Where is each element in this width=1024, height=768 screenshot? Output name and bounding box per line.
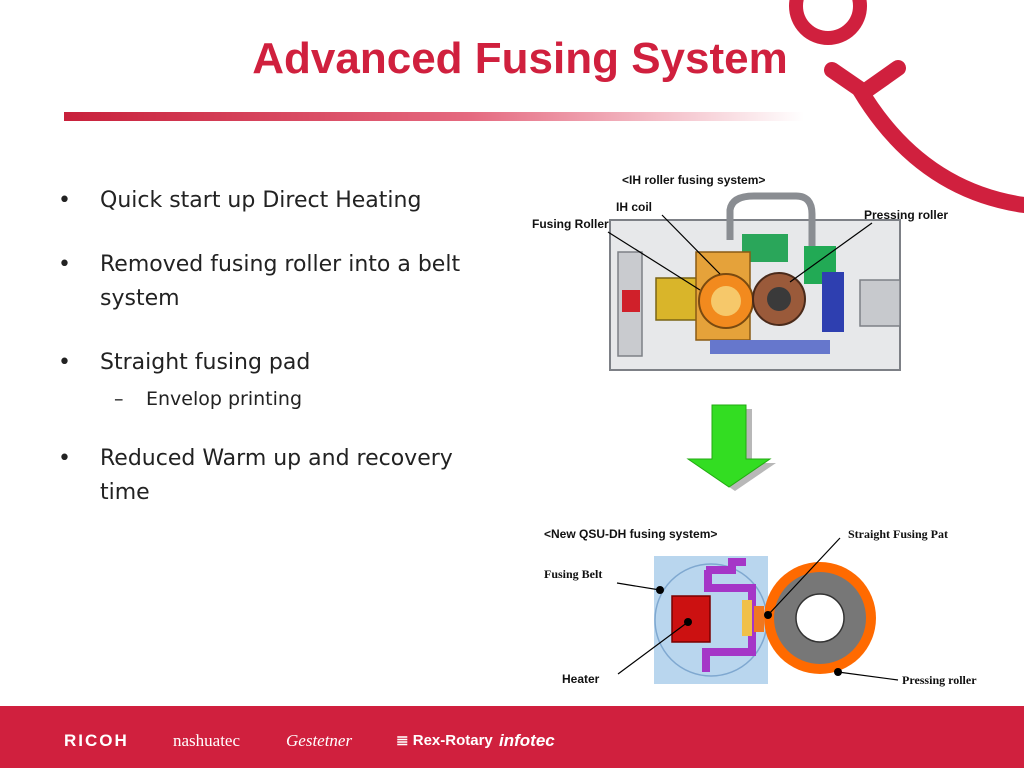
heater-leader [617,621,689,675]
straight-pad-leader [767,537,841,616]
brand-ricoh: RICOH [64,731,129,750]
fusing-diagram: <IH roller fusing system> IH coil Fusing… [532,173,977,687]
fusing-belt-label: Fusing Belt [544,567,602,581]
bullet-list: • Quick start up Direct Heating • Remove… [58,184,478,510]
bullet-icon: • [58,188,71,213]
bullet-item: • Quick start up Direct Heating [58,184,478,218]
sub-bullet-list: – Envelop printing [100,386,478,412]
bullet-text: Removed fusing roller into a belt system [100,252,461,311]
bottom-caption: <New QSU-DH fusing system> [544,527,717,541]
bullet-text: Straight fusing pad [100,350,311,375]
ih-coil-label: IH coil [616,200,652,214]
fusing-roller-leader [607,231,701,291]
bullet-icon: • [58,350,71,375]
bullet-item: • Reduced Warm up and recovery time [58,442,478,510]
sub-bullet-text: Envelop printing [146,388,303,410]
heater-label: Heater [562,672,600,686]
footer-bar [0,706,1024,768]
brand-nashuatec: nashuatec [173,731,241,750]
bullet-item: • Removed fusing roller into a belt syst… [58,248,478,316]
bullet-icon: • [58,252,71,277]
brand-gestetner: Gestetner [286,731,353,750]
qsu-dh-illustration [654,556,876,684]
fusing-belt-leader [616,582,661,591]
logo-arc-icon [789,0,1024,213]
pressing-roller-leader-bottom [837,671,899,681]
sub-bullet-item: – Envelop printing [100,386,478,412]
bullet-text: Reduced Warm up and recovery time [100,446,453,505]
down-arrow-icon [686,404,776,491]
ih-roller-illustration [609,192,901,371]
ih-coil-leader [661,214,721,275]
heater-marker [684,618,692,626]
fusing-roller-label: Fusing Roller [532,217,609,231]
brand-rex-rotary: ≣ Rex-Rotary [396,732,493,749]
top-caption: <IH roller fusing system> [622,173,765,187]
bullet-item: • Straight fusing pad – Envelop printing [58,346,478,412]
page-title: Advanced Fusing System [252,34,788,83]
title-underline [64,112,804,121]
dash-icon: – [114,388,124,410]
pressing-roller-label-bottom: Pressing roller [902,673,977,687]
brand-infotec: infotec [499,731,555,750]
bullet-icon: • [58,446,71,471]
pressing-roller-marker [834,668,842,676]
pressing-roller-leader-top [789,222,873,283]
straight-pad-label: Straight Fusing Pat [848,527,948,541]
pressing-roller-label-top: Pressing roller [864,208,948,222]
fusing-belt-marker [656,586,664,594]
straight-pad-marker [764,611,772,619]
bullet-text: Quick start up Direct Heating [100,188,422,213]
